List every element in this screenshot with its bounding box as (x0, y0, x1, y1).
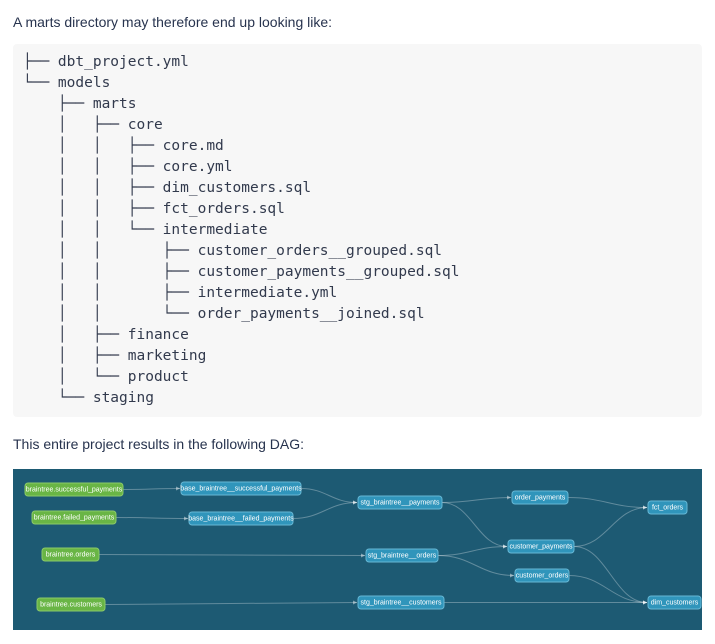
dag-edge (104, 600, 358, 605)
dag-node-label: braintree.successful_payments (26, 487, 123, 494)
dag-edge (437, 555, 515, 578)
dag-node-label: order_payments (515, 495, 566, 502)
dag-node-stg_braintree__customers: stg_braintree__customers (357, 595, 445, 610)
dag-edge (300, 488, 358, 505)
dag-node-base_braintree__failed_payments: base_braintree__failed_payments (188, 511, 294, 526)
dag-node-label: base_braintree__failed_payments (188, 516, 294, 523)
dag-node-label: braintree.customers (40, 602, 102, 609)
dag-edge (292, 500, 358, 519)
dag-edge (567, 497, 648, 510)
dag-node-label: braintree.failed_payments (34, 515, 115, 522)
dag-edge (573, 505, 648, 547)
dag-edge (441, 502, 508, 549)
dag-node-label: braintree.orders (46, 552, 96, 559)
dag-edge (568, 575, 648, 605)
dag-node-customer_payments: customer_payments (507, 539, 575, 554)
directory-tree-code-block: ├── dbt_project.yml └── models ├── marts… (13, 44, 702, 417)
dag-node-base_braintree__successful_payments: base_braintree__successful_payments (180, 481, 302, 496)
dag-node-fct_orders: fct_orders (647, 500, 688, 515)
dag-node-stg_braintree__payments: stg_braintree__payments (357, 495, 443, 510)
dag-node-label: dim_customers (651, 600, 699, 607)
docs-page: A marts directory may therefore end up l… (13, 12, 702, 630)
dag-edge (98, 553, 366, 558)
dag-node-braintree_failed_payments: braintree.failed_payments (31, 510, 117, 525)
dag-node-label: base_braintree__successful_payments (180, 486, 302, 493)
dag-svg: braintree.successful_payments base_braint… (13, 469, 702, 630)
dag-node-label: stg_braintree__orders (368, 553, 437, 560)
dag-paragraph: This entire project results in the follo… (13, 436, 305, 452)
dag-node-customer_orders: customer_orders (514, 568, 570, 583)
dag-edge (573, 546, 648, 605)
dag-image: braintree.successful_payments base_braint… (13, 469, 702, 630)
dag-node-label: customer_orders (516, 573, 569, 580)
dag-node-order_payments: order_payments (511, 490, 569, 505)
dag-node-braintree_successful_payments: braintree.successful_payments (24, 482, 124, 497)
dag-node-stg_braintree__orders: stg_braintree__orders (365, 548, 439, 563)
dag-edge (115, 516, 189, 521)
dag-node-label: fct_orders (652, 505, 684, 512)
dag-node-braintree_customers: braintree.customers (36, 597, 106, 612)
dag-edge (441, 495, 512, 503)
intro-paragraph: A marts directory may therefore end up l… (13, 14, 333, 30)
dag-node-label: customer_payments (509, 544, 573, 551)
dag-node-label: stg_braintree__customers (361, 600, 442, 607)
dag-node-label: stg_braintree__payments (361, 500, 440, 507)
dag-edge (122, 486, 181, 491)
dag-node-braintree_orders: braintree.orders (41, 547, 100, 562)
dag-node-dim_customers: dim_customers (647, 595, 702, 610)
dag-edge (437, 544, 508, 556)
